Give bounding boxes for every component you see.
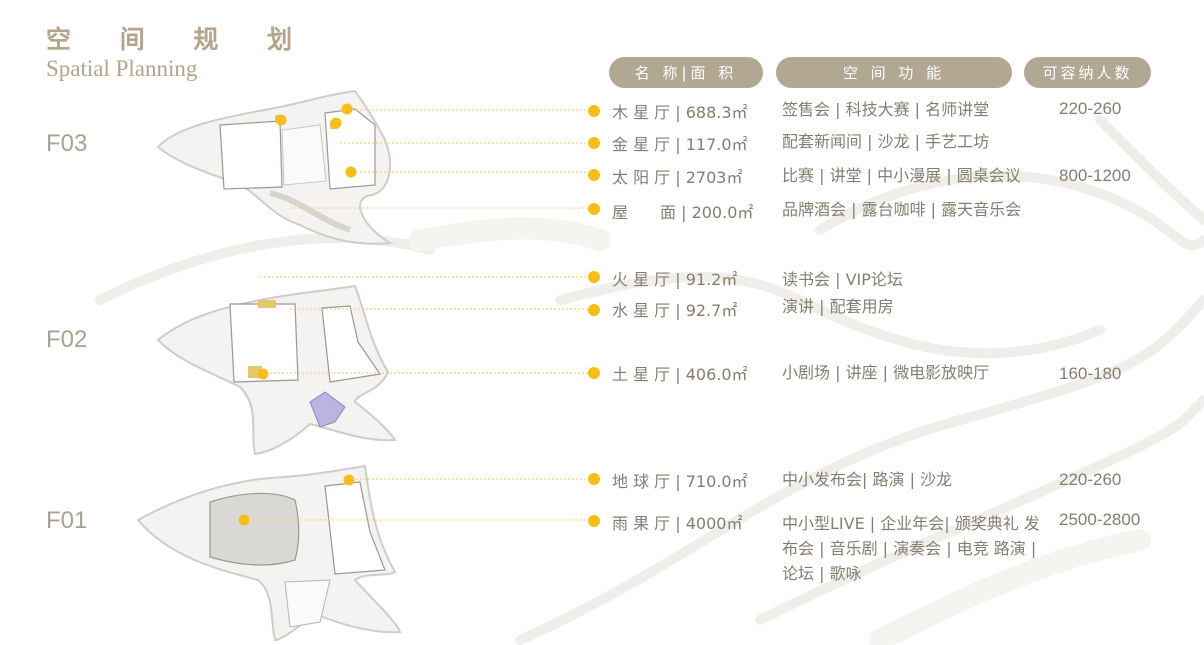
- marker-dot-icon: [588, 271, 600, 283]
- room-function: 中小型LIVE | 企业年会| 颁奖典礼 发布会 | 音乐剧 | 演奏会 | 电…: [782, 514, 1040, 583]
- page-title-en: Spatial Planning: [46, 56, 198, 81]
- marker-dot-icon: [588, 515, 600, 527]
- marker-dot-icon: [588, 367, 600, 379]
- room-capacity: 800-1200: [1059, 166, 1131, 185]
- marker-dot-icon: [588, 169, 600, 181]
- room-name-area: 水 星 厅 | 92.7㎡: [612, 301, 738, 320]
- room-function: 读书会 | VIP论坛: [782, 270, 903, 289]
- room-name-area: 地 球 厅 | 710.0㎡: [612, 472, 748, 491]
- floor-plan-f01-icon: [136, 464, 402, 642]
- room-function: 品牌酒会 | 露台咖啡 | 露天音乐会: [782, 200, 1022, 219]
- room-function: 小剧场 | 讲座 | 微电影放映厅: [782, 363, 990, 382]
- marker-dot-icon: [588, 105, 600, 117]
- room-name-area: 太 阳 厅 | 2703㎡: [612, 168, 743, 187]
- room-name-area: 屋 面 | 200.0㎡: [612, 203, 754, 222]
- header-function: 空 间 功 能: [776, 57, 1012, 88]
- marker-dot-icon: [588, 473, 600, 485]
- room-name-area: 木 星 厅 | 688.3㎡: [612, 103, 748, 122]
- room-name-area: 雨 果 厅 | 4000㎡: [612, 514, 743, 533]
- header-name-area: 名 称|面 积: [609, 57, 763, 88]
- room-function: 演讲 | 配套用房: [782, 297, 894, 316]
- floor-plan-f03-icon: [156, 89, 394, 245]
- room-name-area: 火 星 厅 | 91.2㎡: [612, 270, 738, 289]
- room-name-area: 土 星 厅 | 406.0㎡: [612, 365, 748, 384]
- room-capacity: 220-260: [1059, 99, 1122, 118]
- room-function: 比赛 | 讲堂 | 中小漫展 | 圆桌会议: [782, 166, 1021, 185]
- room-capacity: 220-260: [1059, 470, 1122, 489]
- marker-dot-icon: [588, 304, 600, 316]
- room-name-area: 金 星 厅 | 117.0㎡: [612, 135, 748, 154]
- floor-label-f01: F01: [46, 507, 88, 534]
- room-function: 配套新闻间 | 沙龙 | 手艺工坊: [782, 132, 990, 151]
- room-capacity: 160-180: [1059, 364, 1122, 383]
- room-function: 中小发布会| 路演 | 沙龙: [782, 470, 953, 489]
- floor-label-f03: F03: [46, 130, 88, 157]
- room-capacity: 2500-2800: [1059, 510, 1141, 529]
- page-title-cn: 空 间 规 划: [46, 25, 313, 54]
- marker-dot-icon: [588, 203, 600, 215]
- floor-plan-f02-icon: [156, 284, 397, 456]
- room-function: 签售会 | 科技大赛 | 名师讲堂: [782, 100, 990, 119]
- header-capacity: 可容纳人数: [1024, 57, 1151, 88]
- floor-label-f02: F02: [46, 326, 88, 353]
- marker-dot-icon: [588, 137, 600, 149]
